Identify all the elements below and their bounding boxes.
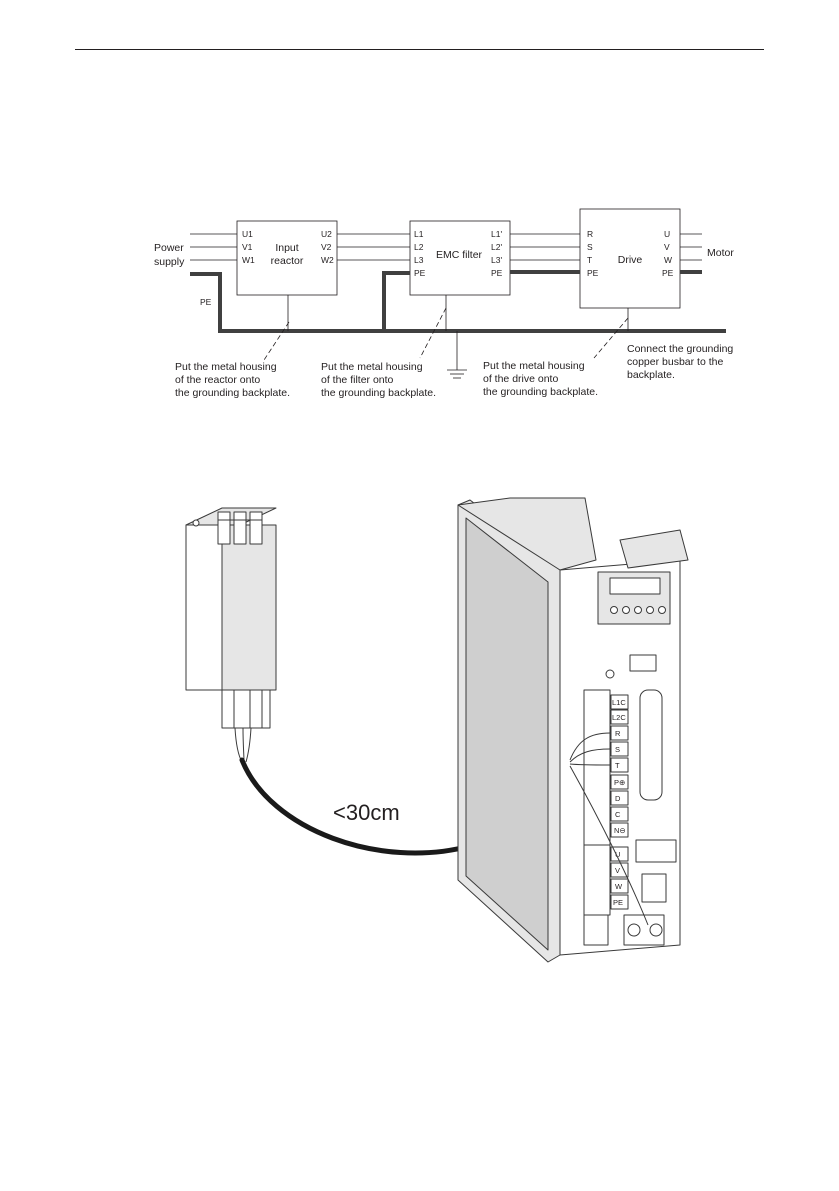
drive-terminal-v: V [664, 242, 670, 252]
svg-text:the grounding backplate.: the grounding backplate. [175, 387, 290, 399]
page-header-rule [75, 49, 764, 50]
svg-text:the grounding backplate.: the grounding backplate. [483, 386, 598, 398]
drive-name: Drive [618, 254, 643, 266]
terminal-pe: PE [613, 898, 623, 907]
reactor-terminal-v2: V2 [321, 242, 332, 252]
reactor-terminal-u2: U2 [321, 229, 332, 239]
emc-filter-name: EMC filter [436, 249, 483, 261]
note-reactor: Put the metal housing of the reactor ont… [175, 361, 290, 399]
svg-text:the grounding backplate.: the grounding backplate. [321, 387, 436, 399]
pe-label: PE [200, 297, 212, 307]
filter-terminal-pe-out: PE [491, 268, 503, 278]
terminal-r: R [615, 729, 621, 738]
svg-text:Connect the grounding: Connect the grounding [627, 343, 733, 355]
terminal-s: S [615, 745, 620, 754]
filter-terminal-l3p: L3' [491, 255, 502, 265]
svg-text:of the drive onto: of the drive onto [483, 373, 558, 385]
terminal-block: L1C L2C R S T P⊕ D C N⊖ U V W PE [610, 694, 629, 910]
svg-text:Put the metal housing: Put the metal housing [175, 361, 277, 373]
svg-text:Put the metal housing: Put the metal housing [483, 360, 585, 372]
svg-text:of the filter onto: of the filter onto [321, 374, 394, 386]
cable-length-label: <30cm [333, 800, 400, 825]
drive-terminal-pe-out: PE [662, 268, 674, 278]
filter-terminal-l3: L3 [414, 255, 424, 265]
power-supply-label-line1: Power [154, 242, 184, 254]
note-drive: Put the metal housing of the drive onto … [483, 360, 598, 398]
terminal-t: T [615, 761, 620, 770]
terminal-u: U [615, 850, 620, 859]
motor-label: Motor [707, 247, 734, 259]
earth-ground-icon [447, 331, 467, 379]
filter-terminal-l2p: L2' [491, 242, 502, 252]
svg-text:of the reactor onto: of the reactor onto [175, 374, 260, 386]
svg-text:Put the metal housing: Put the metal housing [321, 361, 423, 373]
terminal-d: D [615, 794, 621, 803]
terminal-l1c: L1C [612, 698, 626, 707]
servo-drive-illustration: L1C L2C R S T P⊕ D C N⊖ U V W PE [457, 497, 689, 963]
drive-terminal-u: U [664, 229, 670, 239]
pe-ground-bus [190, 272, 726, 333]
terminal-w: W [615, 882, 623, 891]
terminal-v: V [615, 866, 620, 875]
emc-filter-box [409, 220, 511, 296]
reactor-terminal-u1: U1 [242, 229, 253, 239]
terminal-c: C [615, 810, 621, 819]
terminal-l2c: L2C [612, 713, 626, 722]
power-supply-label-line2: supply [154, 256, 185, 268]
terminal-p-plus: P⊕ [614, 778, 625, 787]
emc-wiring-diagram: Power supply PE U1 V1 W1 U2 V2 W2 Input … [154, 208, 734, 399]
reactor-terminal-w2: W2 [321, 255, 334, 265]
filter-terminal-l1: L1 [414, 229, 424, 239]
drive-terminal-r: R [587, 229, 593, 239]
reactor-name-line1: Input [275, 242, 298, 254]
filter-terminal-pe-in: PE [414, 268, 426, 278]
drive-terminal-w: W [664, 255, 672, 265]
filter-terminal-l2: L2 [414, 242, 424, 252]
drive-terminal-pe-in: PE [587, 268, 599, 278]
reactor-name-line2: reactor [271, 255, 304, 267]
input-reactor-box [236, 220, 338, 296]
svg-text:backplate.: backplate. [627, 369, 675, 381]
drive-terminal-t: T [587, 255, 592, 265]
filter-terminal-l1p: L1' [491, 229, 502, 239]
drive-box [579, 208, 681, 309]
reactor-terminal-v1: V1 [242, 242, 253, 252]
note-filter: Put the metal housing of the filter onto… [321, 361, 436, 399]
svg-text:copper busbar to the: copper busbar to the [627, 356, 723, 368]
note-busbar: Connect the grounding copper busbar to t… [627, 343, 733, 381]
drive-terminal-s: S [587, 242, 593, 252]
emc-filter-illustration [185, 507, 277, 763]
terminal-n-minus: N⊖ [614, 826, 626, 835]
reactor-terminal-w1: W1 [242, 255, 255, 265]
